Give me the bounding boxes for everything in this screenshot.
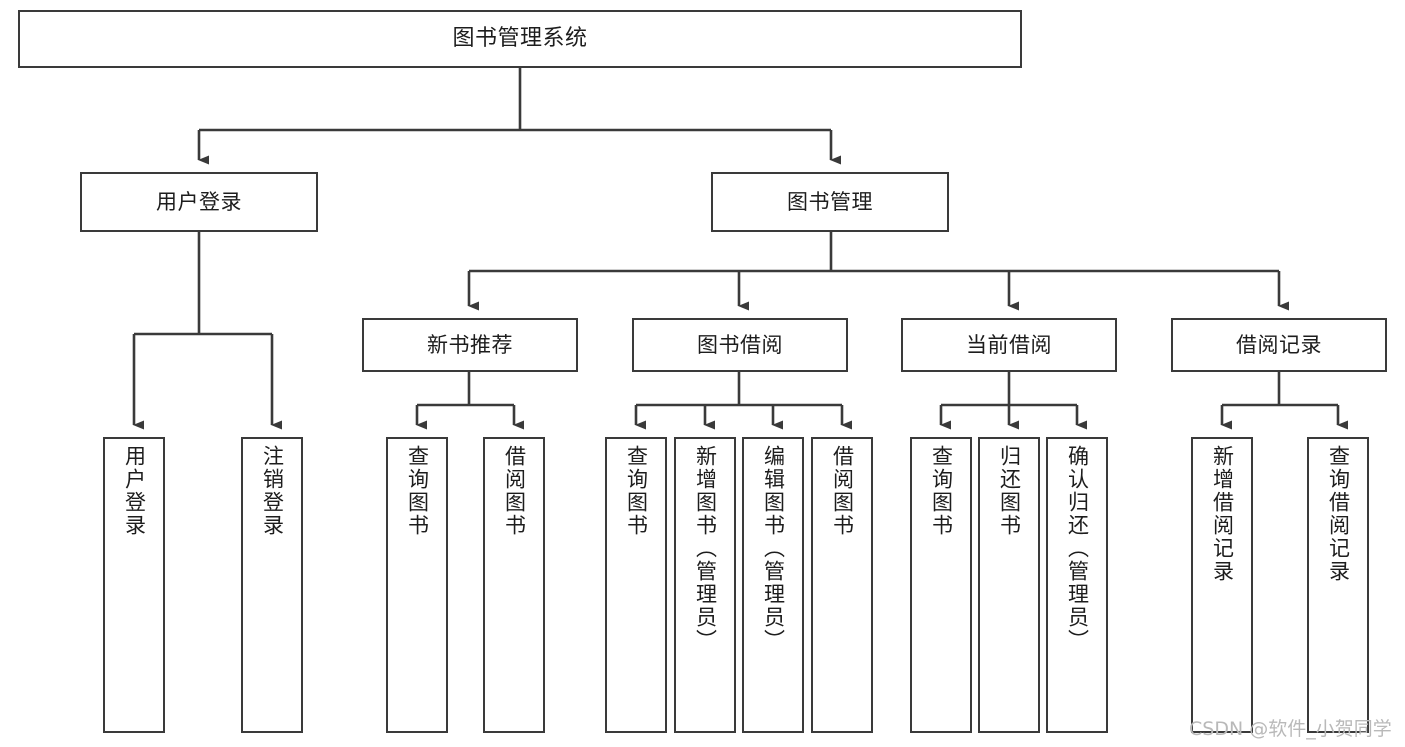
node-label: 查询图书: [624, 445, 649, 537]
node-label: 图书管理系统: [452, 26, 588, 52]
node-user-login[interactable]: 用户登录: [80, 172, 318, 232]
node-leaf-borrow-book[interactable]: 借阅图书: [811, 437, 873, 733]
node-label: 查询图书: [929, 445, 954, 537]
node-label: 查询借阅记录: [1326, 445, 1351, 583]
node-leaf-edit-book-admin[interactable]: 编辑图书（管理员）: [742, 437, 804, 733]
node-leaf-confirm-return-admin[interactable]: 确认归还（管理员）: [1046, 437, 1108, 733]
node-leaf-query-borrow-record[interactable]: 查询借阅记录: [1307, 437, 1369, 733]
node-label: 编辑图书（管理员）: [761, 445, 786, 652]
node-label: 新书推荐: [427, 332, 513, 357]
node-leaf-user-login[interactable]: 用户登录: [103, 437, 165, 733]
node-label: 新增借阅记录: [1210, 445, 1235, 583]
node-leaf-query-book-borrow[interactable]: 查询图书: [605, 437, 667, 733]
node-label: 确认归还（管理员）: [1065, 445, 1090, 652]
node-leaf-return-book[interactable]: 归还图书: [978, 437, 1040, 733]
node-label: 归还图书: [997, 445, 1022, 537]
node-leaf-add-book-admin[interactable]: 新增图书（管理员）: [674, 437, 736, 733]
node-leaf-logout[interactable]: 注销登录: [241, 437, 303, 733]
node-label: 当前借阅: [966, 332, 1052, 357]
node-label: 查询图书: [405, 445, 430, 537]
node-label: 借阅记录: [1236, 332, 1322, 357]
node-label: 图书借阅: [697, 332, 783, 357]
node-leaf-add-borrow-record[interactable]: 新增借阅记录: [1191, 437, 1253, 733]
node-leaf-query-book-recommend[interactable]: 查询图书: [386, 437, 448, 733]
csdn-watermark: CSDN @软件_小贺同学: [1189, 718, 1392, 740]
node-label: 借阅图书: [502, 445, 527, 537]
node-label: 用户登录: [122, 445, 147, 537]
node-label: 图书管理: [787, 189, 873, 214]
node-leaf-borrow-book-recommend[interactable]: 借阅图书: [483, 437, 545, 733]
node-root-library-management-system[interactable]: 图书管理系统: [18, 10, 1022, 68]
node-label: 注销登录: [260, 445, 285, 537]
node-borrowing-records[interactable]: 借阅记录: [1171, 318, 1387, 372]
node-label: 用户登录: [156, 189, 242, 214]
node-new-book-recommendation[interactable]: 新书推荐: [362, 318, 578, 372]
node-book-management[interactable]: 图书管理: [711, 172, 949, 232]
node-label: 新增图书（管理员）: [693, 445, 718, 652]
node-leaf-query-book-current[interactable]: 查询图书: [910, 437, 972, 733]
node-book-borrowing[interactable]: 图书借阅: [632, 318, 848, 372]
node-current-borrowing[interactable]: 当前借阅: [901, 318, 1117, 372]
node-label: 借阅图书: [830, 445, 855, 537]
